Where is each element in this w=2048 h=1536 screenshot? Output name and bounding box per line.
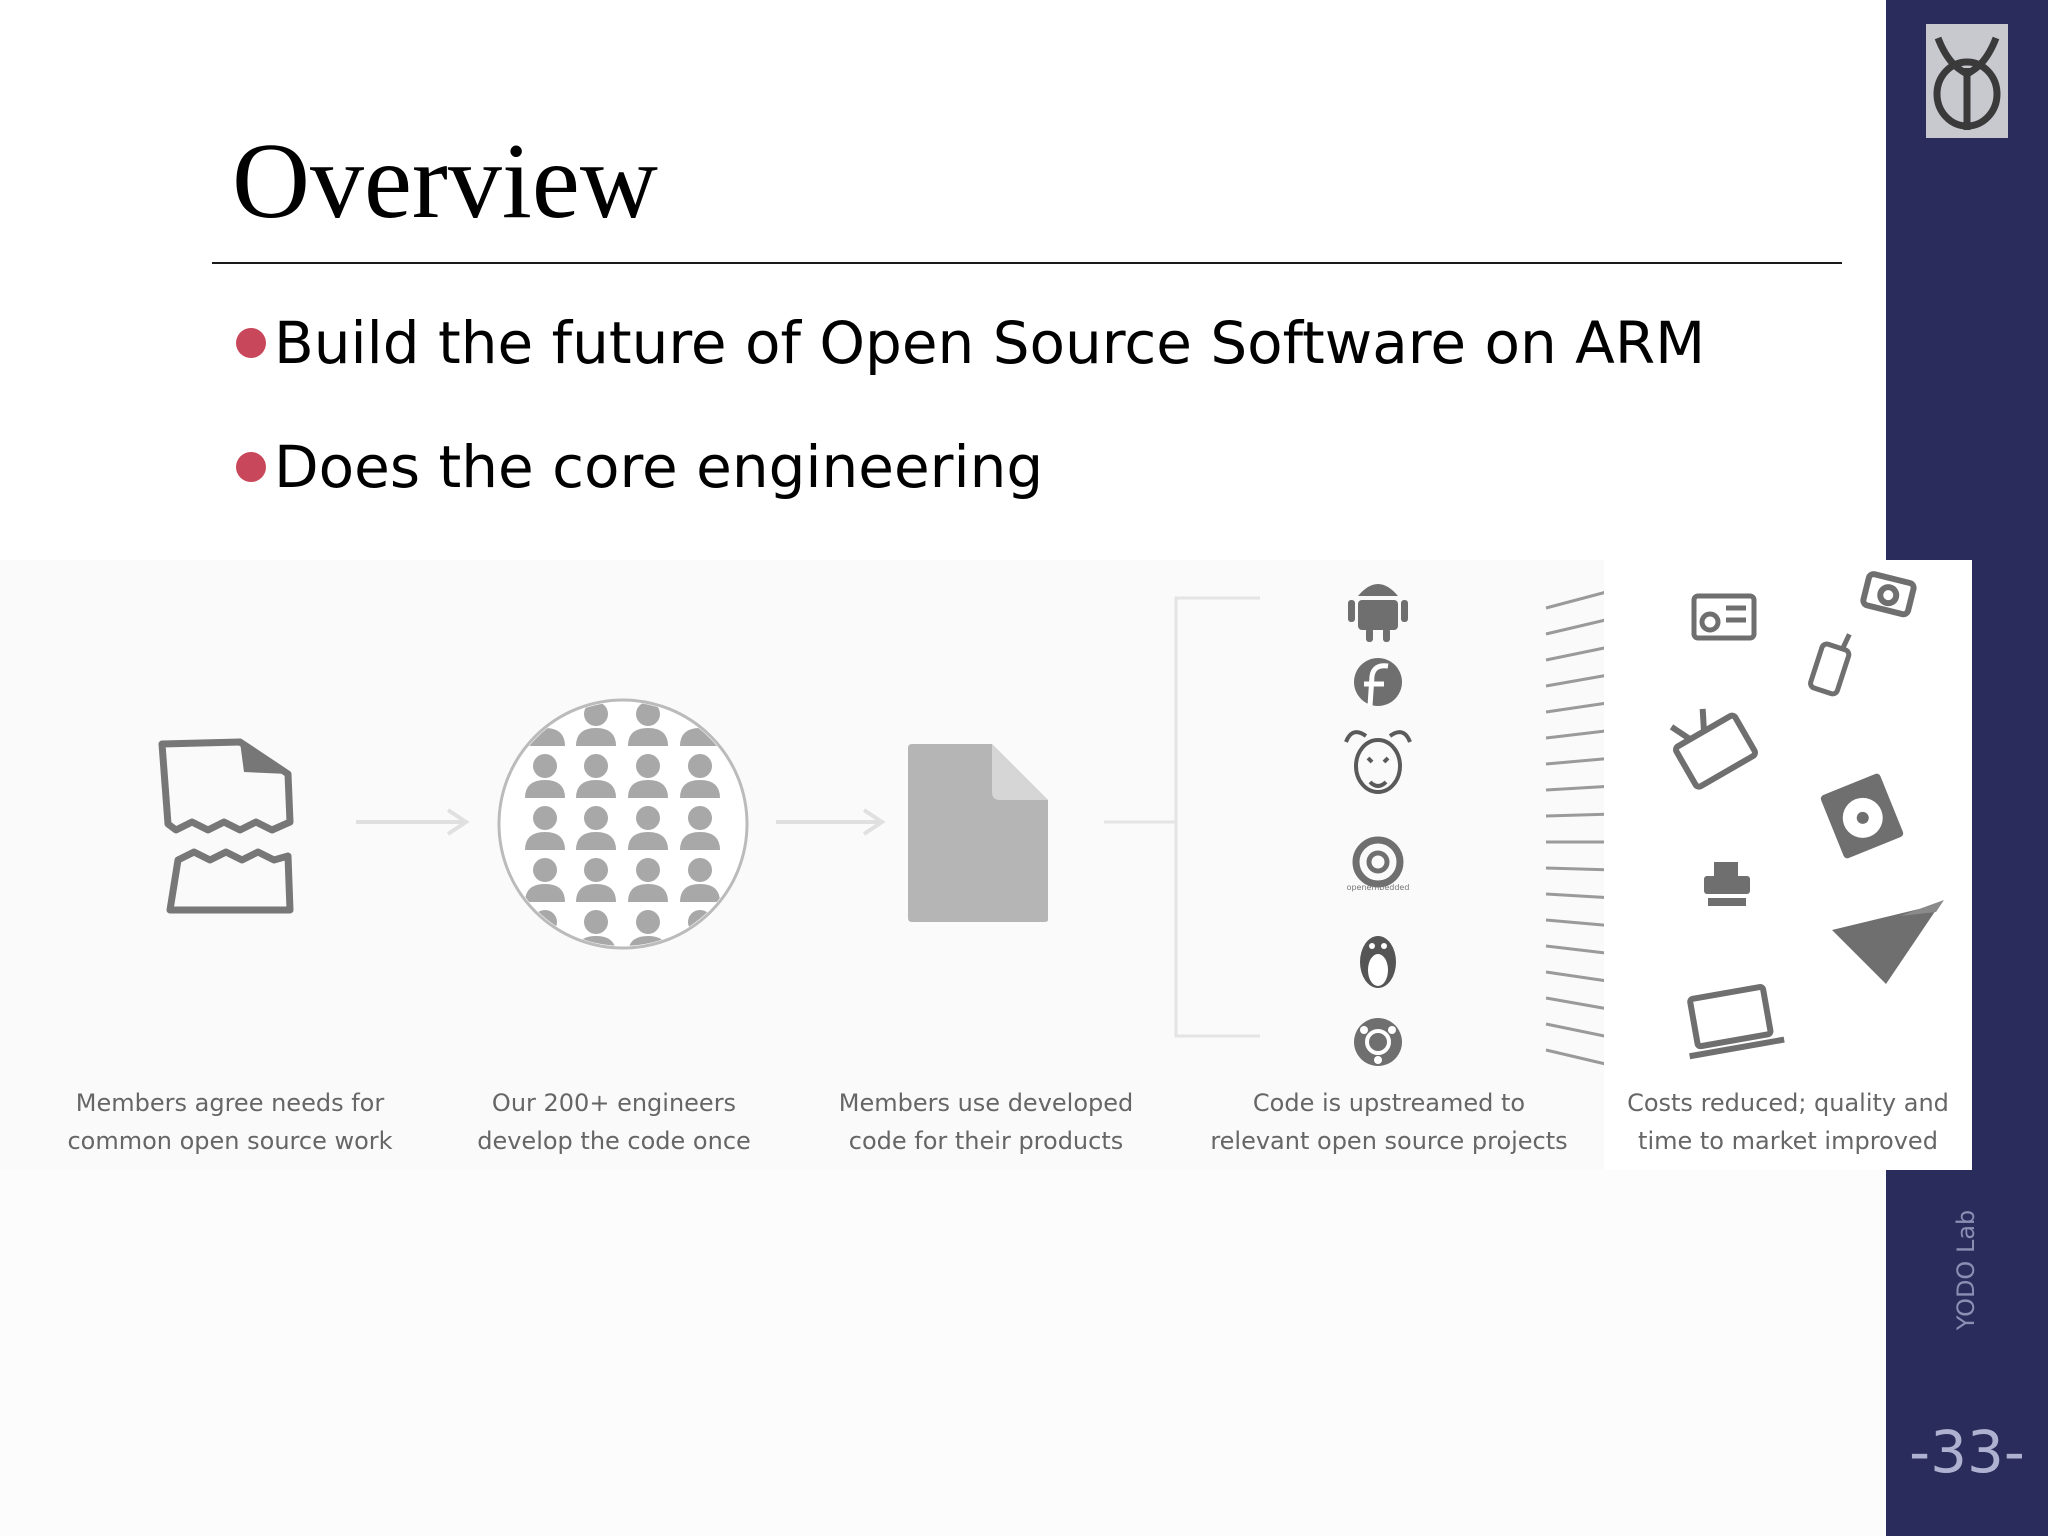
process-diagram: openembedded — [0, 560, 1972, 1170]
openembedded-icon — [1352, 836, 1404, 888]
bullet-text: Build the future of Open Source Software… — [274, 309, 1706, 377]
engineers-group-icon — [497, 698, 749, 950]
rocket-icon — [1832, 900, 1944, 984]
bullet-item: Build the future of Open Source Software… — [236, 314, 1705, 372]
step-caption: Code is upstreamed to relevant open sour… — [1210, 1089, 1568, 1155]
yodo-logo — [1926, 24, 2008, 138]
title-divider — [212, 262, 1842, 264]
step-caption: Costs reduced; quality and time to marke… — [1627, 1089, 1949, 1155]
slide-background — [0, 1170, 1886, 1536]
step-caption: Our 200+ engineers develop the code once — [477, 1089, 751, 1155]
bullet-dot-icon — [236, 451, 266, 482]
linux-tux-icon — [1360, 936, 1396, 988]
android-icon — [1348, 584, 1408, 642]
logo-emblem-icon — [1926, 24, 2008, 138]
openembedded-caption: openembedded — [1347, 883, 1410, 892]
bullet-text: Does the core engineering — [274, 433, 1044, 501]
sidebar-label: YODO Lab — [1952, 1209, 1980, 1331]
television-icon — [1669, 708, 1758, 790]
bullet-item: Does the core engineering — [236, 438, 1043, 496]
step-caption: Members use developed code for their pro… — [838, 1089, 1134, 1155]
gnu-icon — [1344, 730, 1412, 794]
products-panel — [1604, 560, 1972, 1170]
slide-title: Overview — [232, 122, 658, 241]
mobile-phone-icon — [1808, 633, 1852, 697]
arrow-icon — [356, 808, 470, 836]
disc-player-icon — [1820, 773, 1904, 859]
camera-icon — [1860, 571, 1917, 618]
diagram-graphics: openembedded — [158, 560, 1972, 1170]
radio-icon — [1691, 593, 1757, 641]
bullet-dot-icon — [236, 327, 266, 358]
connector-lines — [1104, 596, 1260, 1038]
printer-icon — [1704, 862, 1750, 906]
document-fold-icon — [240, 742, 288, 774]
page-number: -33- — [1909, 1418, 2025, 1486]
step-caption: Members agree needs for common open sour… — [67, 1089, 393, 1155]
fedora-icon — [1354, 658, 1402, 707]
laptop-icon — [1687, 983, 1785, 1060]
document-icon — [908, 744, 1048, 922]
upstream-lines — [1545, 588, 1615, 1068]
ubuntu-icon — [1354, 1018, 1402, 1066]
arrow-icon — [776, 808, 886, 836]
